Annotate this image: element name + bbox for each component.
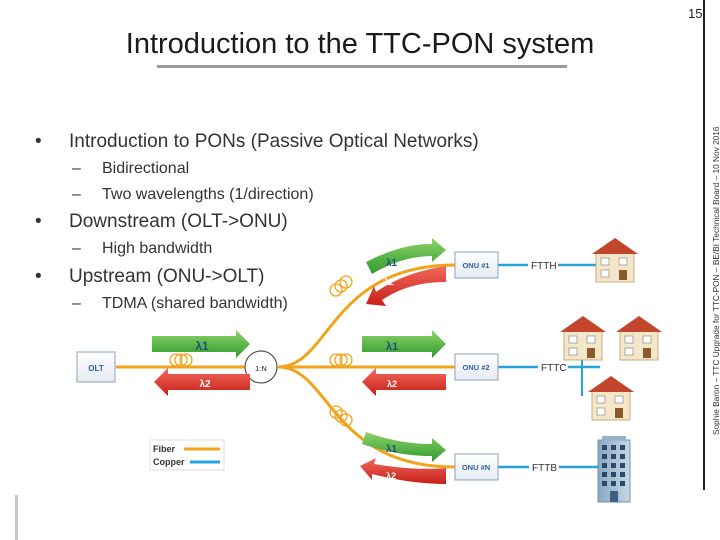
onu-2-lambda2: λ2 xyxy=(387,379,397,389)
access-labels: FTTH FTTC FTTB xyxy=(528,258,568,474)
olt-lambda2: λ2 xyxy=(199,379,211,390)
onu-2-label: ONU #2 xyxy=(462,363,489,372)
bullet-dot: • xyxy=(35,131,42,152)
sub-two-wavelengths: – Two wavelengths (1/direction) xyxy=(72,186,314,204)
sub-tdma: – TDMA (shared bandwidth) xyxy=(72,295,288,313)
sub-dash: – xyxy=(72,240,81,257)
sub-dash: – xyxy=(72,160,81,177)
title-underline xyxy=(157,65,567,68)
page-title-text: Introduction to the TTC-PON system xyxy=(125,28,595,60)
coil-branch-n xyxy=(329,405,353,427)
bullet-upstream: • Upstream (ONU->OLT) xyxy=(35,266,264,288)
coil-branch-2 xyxy=(329,353,353,367)
onu-1-lambda1: λ1 xyxy=(386,258,398,269)
house-icon xyxy=(616,316,662,361)
coil-trunk xyxy=(169,353,193,367)
fiber-branch-1 xyxy=(277,263,456,369)
page-title: Introduction to the TTC-PON system xyxy=(0,28,720,61)
bullet-downstream: • Downstream (OLT->ONU) xyxy=(35,211,288,233)
onu-n-downstream-arrow: λ1 xyxy=(362,432,446,462)
sub-two-wavelengths-text: Two wavelengths (1/direction) xyxy=(102,186,314,203)
sub-high-bandwidth: – High bandwidth xyxy=(72,240,212,258)
sub-bidirectional-text: Bidirectional xyxy=(102,160,190,177)
page-number: 15 xyxy=(688,6,703,21)
side-divider xyxy=(703,0,705,490)
ftth-label: FTTH xyxy=(531,261,557,272)
bullet-dot: • xyxy=(35,266,42,287)
onu-1-downstream-arrow: λ1 xyxy=(366,238,446,274)
sub-tdma-text: TDMA (shared bandwidth) xyxy=(102,295,288,312)
legend: Fiber Copper xyxy=(149,439,225,471)
sub-dash: – xyxy=(72,295,81,312)
bullet-downstream-text: Downstream (OLT->ONU) xyxy=(69,211,288,232)
onu-2-downstream-arrow: λ1 xyxy=(362,330,446,358)
sub-bidirectional: – Bidirectional xyxy=(72,160,189,178)
onu-n-upstream-arrow: λ2 xyxy=(360,458,446,484)
bullet-pons: • Introduction to PONs (Passive Optical N… xyxy=(35,131,479,153)
onu-n-lambda1: λ1 xyxy=(386,444,398,455)
fiber-links xyxy=(116,263,456,469)
house-icon xyxy=(560,316,606,361)
sub-high-bandwidth-text: High bandwidth xyxy=(102,240,213,257)
legend-fiber-label: Fiber xyxy=(153,444,176,454)
onu-2-upstream-arrow: λ2 xyxy=(362,368,446,396)
house-icon xyxy=(588,376,634,421)
olt-downstream-arrow: λ1 xyxy=(152,330,250,358)
olt-lambda1: λ1 xyxy=(195,339,209,353)
onu-2-box: ONU #2 xyxy=(454,353,499,381)
splitter-label: 1:N xyxy=(255,364,267,373)
olt-label: OLT xyxy=(88,364,104,373)
onu-1-lambda2: λ2 xyxy=(384,277,394,287)
house-icon xyxy=(592,238,638,283)
bullet-pons-text: Introduction to PONs (Passive Optical Ne… xyxy=(69,131,479,152)
onu-n-lambda2: λ2 xyxy=(386,471,396,481)
fttb-label: FTTB xyxy=(532,463,557,474)
fiber-coils xyxy=(169,275,353,427)
olt-upstream-arrow: λ2 xyxy=(154,368,250,396)
fttc-label: FTTC xyxy=(541,363,567,374)
legend-copper-label: Copper xyxy=(153,457,185,467)
onu-1-label: ONU #1 xyxy=(462,261,489,270)
onu-2-lambda1: λ1 xyxy=(386,341,398,353)
splitter: 1:N xyxy=(244,350,278,384)
olt-box: OLT xyxy=(76,351,116,383)
onu-1-box: ONU #1 xyxy=(454,251,499,279)
office-building-icon xyxy=(597,436,631,503)
coil-branch-1 xyxy=(329,275,353,297)
onu-1-upstream-arrow: λ2 xyxy=(366,266,446,306)
bullet-dot: • xyxy=(35,211,42,232)
left-divider xyxy=(15,495,18,540)
sub-dash: – xyxy=(72,186,81,203)
bullet-upstream-text: Upstream (ONU->OLT) xyxy=(69,266,265,287)
onu-n-box: ONU #N xyxy=(454,453,499,481)
onu-n-label: ONU #N xyxy=(462,463,490,472)
